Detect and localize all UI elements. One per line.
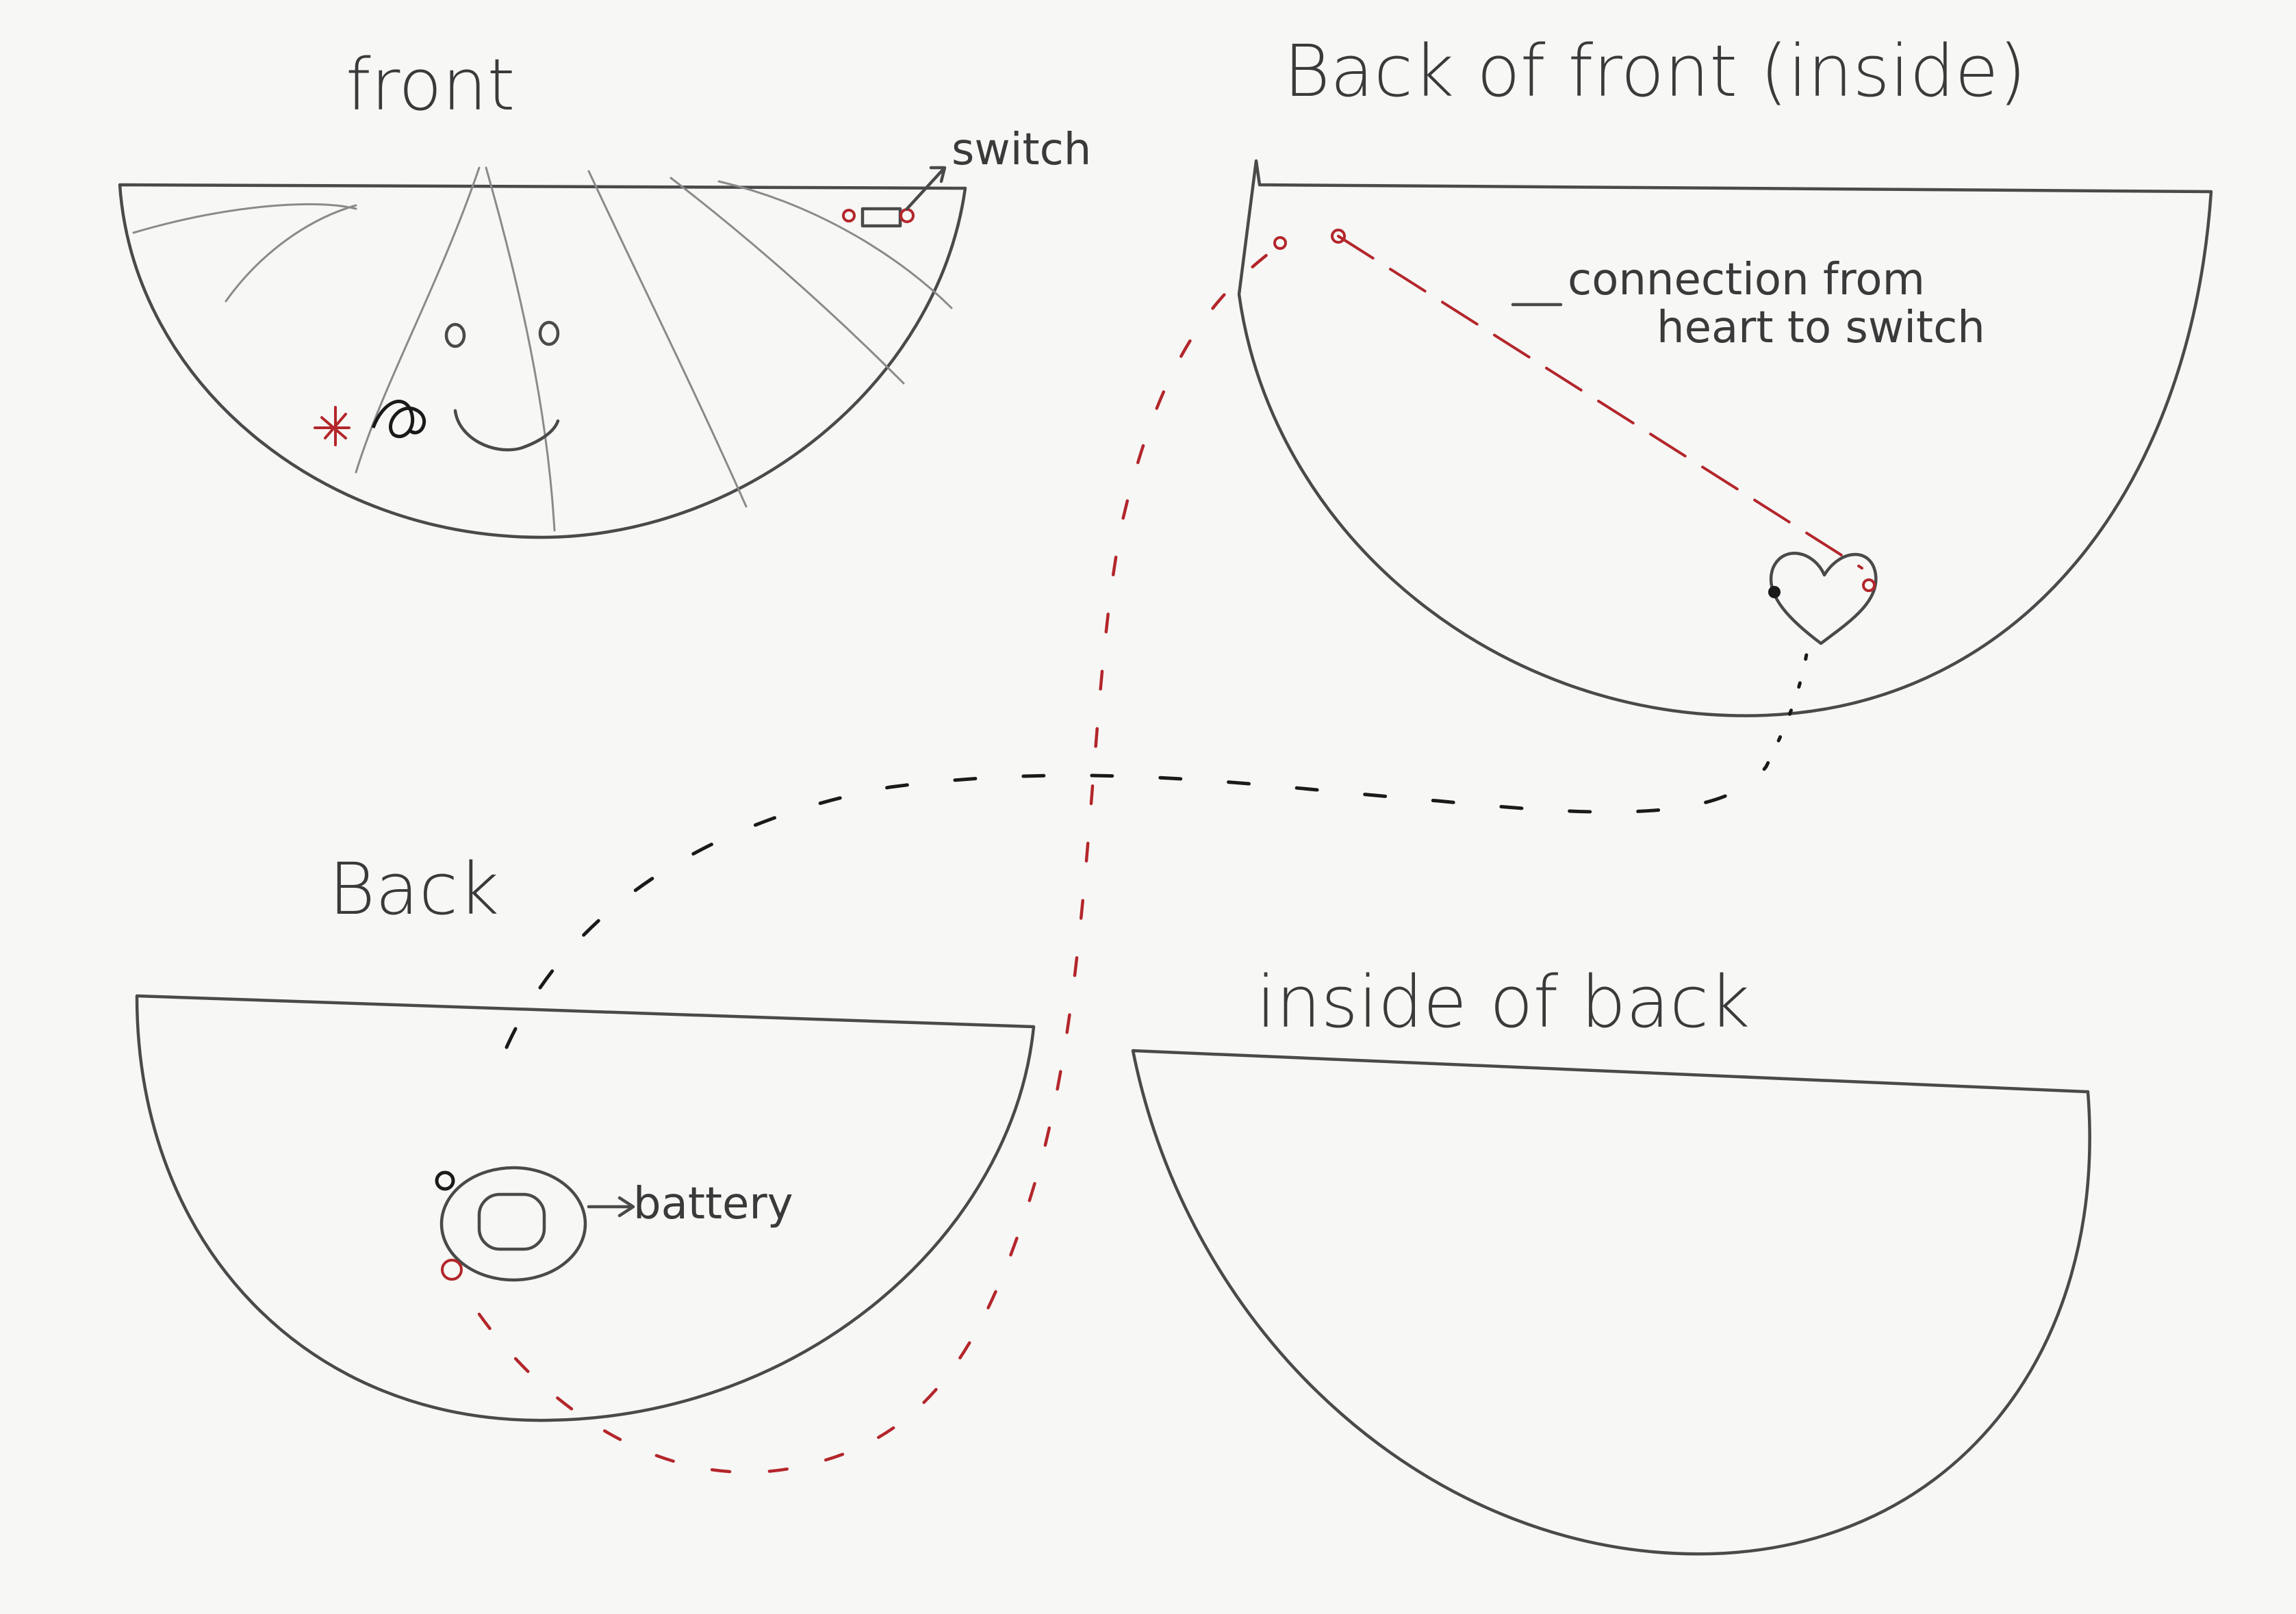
battery-black-terminal: [435, 1170, 455, 1191]
battery-red-terminal: [441, 1259, 463, 1281]
black-dotted-path-heart-tail: [1764, 648, 1809, 769]
front-right-eye: [538, 320, 560, 346]
battery-arrow: [587, 1196, 635, 1218]
red-dashed-path-battery-to-switch: [477, 248, 1275, 1474]
front-left-eye: [444, 322, 466, 348]
back-panel: Back battery: [135, 847, 1036, 1422]
switch-label: switch: [952, 125, 1091, 175]
inside-switch-dot-right: [1331, 229, 1346, 244]
heart-to-switch-thread: [1337, 235, 1863, 569]
battery-holder-outer: [439, 1166, 587, 1282]
battery-icon: [477, 1192, 546, 1251]
front-title: front: [346, 43, 515, 127]
switch-right-dot: [900, 208, 915, 223]
back-title: Back: [329, 847, 499, 931]
back-of-front-half-circle: [1237, 159, 2213, 717]
back-of-front-title: Back of front (inside): [1284, 29, 2026, 113]
inside-switch-dot-left: [1273, 236, 1287, 250]
heart-red-dot: [1862, 578, 1876, 592]
front-leaf-lines: [132, 166, 953, 532]
battery-label: battery: [633, 1179, 793, 1229]
front-red-stitch: [314, 406, 350, 446]
inside-of-back-half-circle: [1131, 1049, 2091, 1556]
switch-arrow: [905, 166, 947, 211]
heart-black-dot: [1768, 586, 1781, 598]
front-panel: front switch: [118, 43, 1091, 539]
switch-icon: [860, 207, 902, 228]
front-half-circle: [118, 183, 967, 539]
back-half-circle: [135, 994, 1036, 1422]
inside-of-back-title: inside of back: [1256, 960, 1750, 1044]
inside-of-back-panel: inside of back: [1131, 960, 2091, 1556]
switch-left-dot: [842, 209, 856, 222]
front-smile: [453, 409, 560, 452]
black-dashed-path-battery-to-heart: [505, 765, 1768, 1049]
back-of-front-panel: Back of front (inside) connection from h…: [1237, 29, 2213, 717]
connection-label-line2: heart to switch: [1657, 303, 1985, 353]
front-led-scribble: [371, 399, 426, 438]
connection-label-line1: connection from: [1568, 255, 1925, 305]
